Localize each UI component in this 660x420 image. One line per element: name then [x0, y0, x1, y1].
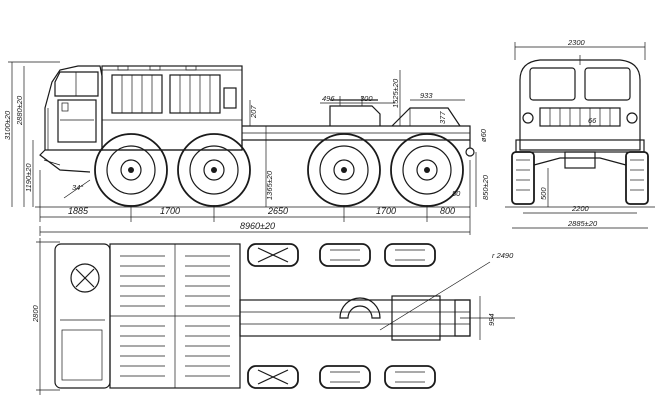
dim-rear-hitch-ground: 850±20: [481, 174, 490, 200]
door-handle: [61, 102, 69, 112]
side-panel-left: [111, 74, 163, 114]
dim-front-width-top: 2300: [567, 38, 586, 47]
wheel-3: [307, 133, 381, 207]
wheel-1: [94, 133, 168, 207]
rear-ramp: [391, 107, 461, 127]
dim-turning-radius: r 2490: [492, 251, 514, 260]
dim-track: 2200: [571, 204, 590, 213]
top-wheel-2R: [247, 365, 299, 389]
dim-wheelbase-1: 1700: [160, 206, 180, 216]
cab-body: [44, 65, 103, 151]
dim-hitch-diameter: ø60: [479, 128, 488, 142]
differential: [564, 151, 596, 169]
top-wheel-3R: [319, 365, 371, 389]
top-wheel-2L: [247, 243, 299, 267]
hatch: [70, 263, 100, 293]
windshield-left: [529, 67, 576, 101]
side-panel-right: [169, 74, 221, 114]
wheel-2: [177, 133, 251, 207]
dim-wheel-height: 500: [539, 187, 548, 200]
cab-door: [57, 99, 97, 143]
front-wheel-right: [625, 151, 649, 205]
dim-frame-offset: 207: [249, 105, 258, 119]
cab-window: [54, 71, 99, 97]
dim-front-overhang: 1885: [68, 206, 89, 216]
dim-fifth-wheel-height: 1525±20: [391, 78, 400, 108]
front-view: 2300 66 500 2200 2885±20: [505, 38, 655, 229]
dim-rear-overhang: 800: [440, 206, 455, 216]
dim-wheelbase-3: 1700: [376, 206, 396, 216]
rear-hitch: [465, 147, 475, 157]
dim-rear-hitch-height: 377: [438, 111, 447, 124]
dim-axle-clearance: 66: [588, 116, 597, 125]
chassis-top: [239, 299, 471, 337]
dim-ground-clearance: 1190±20: [24, 163, 33, 192]
dim-rear-80: 80: [452, 189, 461, 198]
engine-compartment: [101, 65, 243, 151]
dim-fifth-wheel-offset: 496: [322, 94, 335, 103]
dim-height-total: 3100±20: [3, 110, 12, 140]
front-bumper: [39, 149, 91, 173]
top-wheel-3L: [319, 243, 371, 267]
front-wheel-left: [511, 151, 535, 205]
dim-fifth-wheel-width: 994: [487, 313, 496, 326]
headlight-left: [522, 112, 534, 124]
top-view: 2800: [31, 238, 515, 395]
dim-wheelbase-2: 2650: [267, 206, 288, 216]
dim-rear-offset: 933: [420, 91, 433, 100]
front-axle: [533, 157, 627, 166]
fifth-wheel: [329, 105, 381, 126]
dim-fifth-wheel-length: 300: [360, 94, 373, 103]
side-view: 1885 1700 2650 1700 800 8960±20 3100±20 …: [3, 61, 490, 236]
fifth-wheel-top: [339, 297, 381, 319]
top-wheel-4L: [384, 243, 436, 267]
windshield-right: [584, 67, 631, 101]
dim-height-cab: 2880±20: [15, 95, 24, 126]
headlight-right: [626, 112, 638, 124]
dim-front-width-total: 2885±20: [567, 219, 598, 228]
dim-top-width: 2800: [31, 304, 40, 323]
roof-vent: [117, 65, 129, 71]
rear-plate: [391, 295, 441, 341]
front-cab: [519, 59, 641, 151]
dim-length-total: 8960±20: [240, 221, 275, 231]
dim-fifth-wheel-center-height: 1365±20: [265, 170, 274, 200]
top-wheel-4R: [384, 365, 436, 389]
dim-approach-angle: 34°: [72, 183, 83, 192]
fuel-tank: [223, 87, 237, 109]
